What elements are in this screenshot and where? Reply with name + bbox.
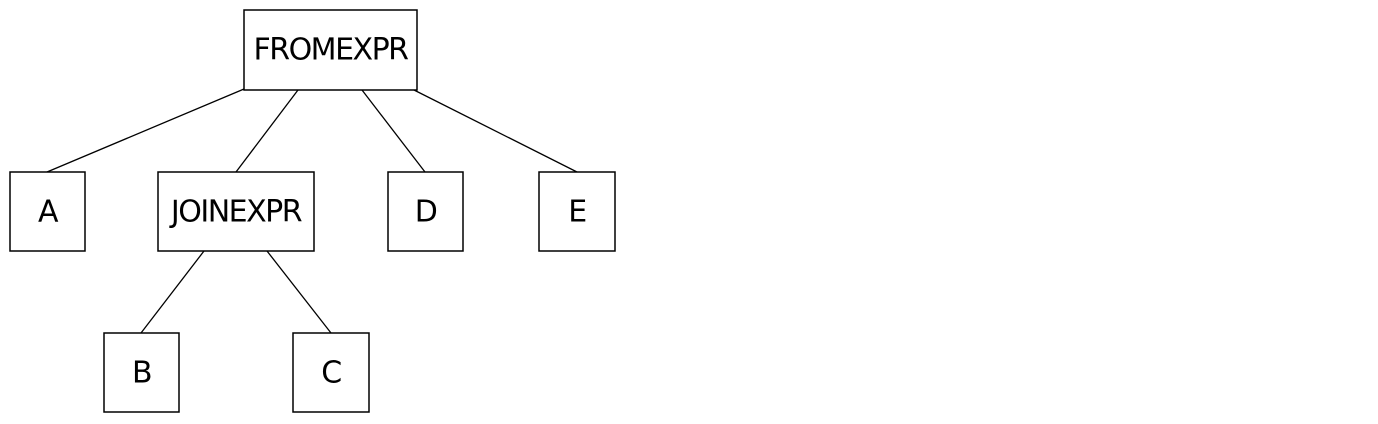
edge-joinexpr-c — [266, 250, 332, 334]
node-label: JOINEXPR — [169, 195, 302, 230]
node-box — [387, 171, 464, 252]
node-box — [157, 171, 315, 252]
node-c: C — [292, 332, 370, 413]
edge-fromexpr-joinexpr — [235, 89, 299, 173]
node-e: E — [538, 171, 616, 252]
node-fromexpr: FROMEXPR — [243, 9, 418, 91]
node-b: B — [103, 332, 180, 413]
edge-fromexpr-e — [413, 89, 578, 173]
node-label: FROMEXPR — [253, 33, 408, 68]
edge-fromexpr-d — [361, 89, 426, 173]
node-joinexpr: JOINEXPR — [157, 171, 315, 252]
edge-joinexpr-b — [140, 250, 205, 334]
node-label: A — [38, 195, 59, 230]
node-label: B — [132, 356, 151, 391]
node-box — [243, 9, 418, 91]
node-d: D — [387, 171, 464, 252]
edges — [46, 88, 578, 334]
node-box — [538, 171, 616, 252]
node-box — [103, 332, 180, 413]
edge-fromexpr-a — [46, 88, 245, 173]
node-label: D — [415, 195, 437, 230]
node-label: E — [568, 195, 586, 230]
node-box — [9, 171, 86, 252]
node-box — [292, 332, 370, 413]
node-a: A — [9, 171, 86, 252]
node-label: C — [321, 356, 341, 391]
